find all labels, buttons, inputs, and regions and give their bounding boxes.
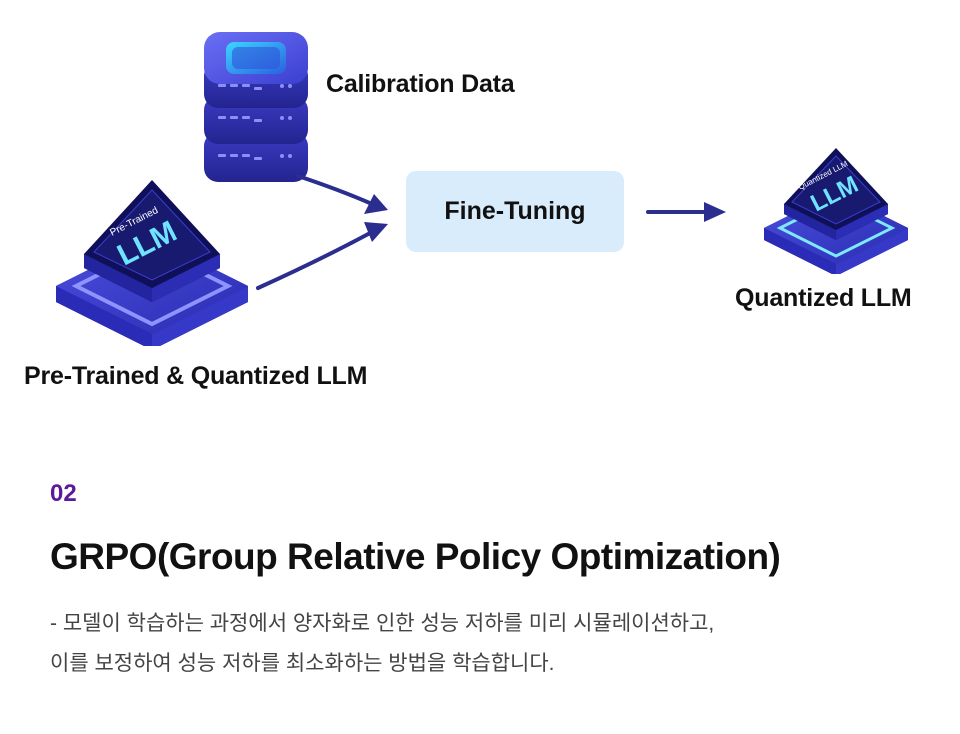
section-description: - 모델이 학습하는 과정에서 양자화로 인한 성능 저하를 미리 시뮬레이션하… bbox=[50, 604, 930, 684]
arrow-pretrained-to-finetune bbox=[256, 230, 374, 290]
pretrained-llm-chip-icon: Pre-Trained LLM bbox=[56, 180, 248, 346]
quantized-llm-label: Quantized LLM bbox=[735, 284, 912, 312]
arrow-head-2 bbox=[364, 222, 388, 242]
flow-arrows bbox=[256, 174, 726, 290]
quantized-llm-chip-icon: Quantized LLM LLM bbox=[764, 148, 908, 274]
arrow-head-1 bbox=[364, 194, 388, 214]
fine-tuning-label: Fine-Tuning bbox=[444, 197, 586, 225]
description-line-1: - 모델이 학습하는 과정에서 양자화로 인한 성능 저하를 미리 시뮬레이션하… bbox=[50, 612, 715, 635]
fine-tuning-box: Fine-Tuning bbox=[406, 171, 624, 252]
pretrained-quantized-label: Pre-Trained & Quantized LLM bbox=[24, 362, 368, 390]
arrow-head-3 bbox=[704, 202, 726, 222]
server-stack-icon bbox=[204, 32, 308, 182]
arrow-calibration-to-finetune bbox=[296, 174, 374, 206]
section-title: GRPO(Group Relative Policy Optimization) bbox=[50, 536, 781, 577]
calibration-data-label: Calibration Data bbox=[326, 70, 515, 98]
description-line-2: 이를 보정하여 성능 저하를 최소화하는 방법을 학습합니다. bbox=[50, 652, 555, 675]
section-number: 02 bbox=[50, 480, 77, 507]
